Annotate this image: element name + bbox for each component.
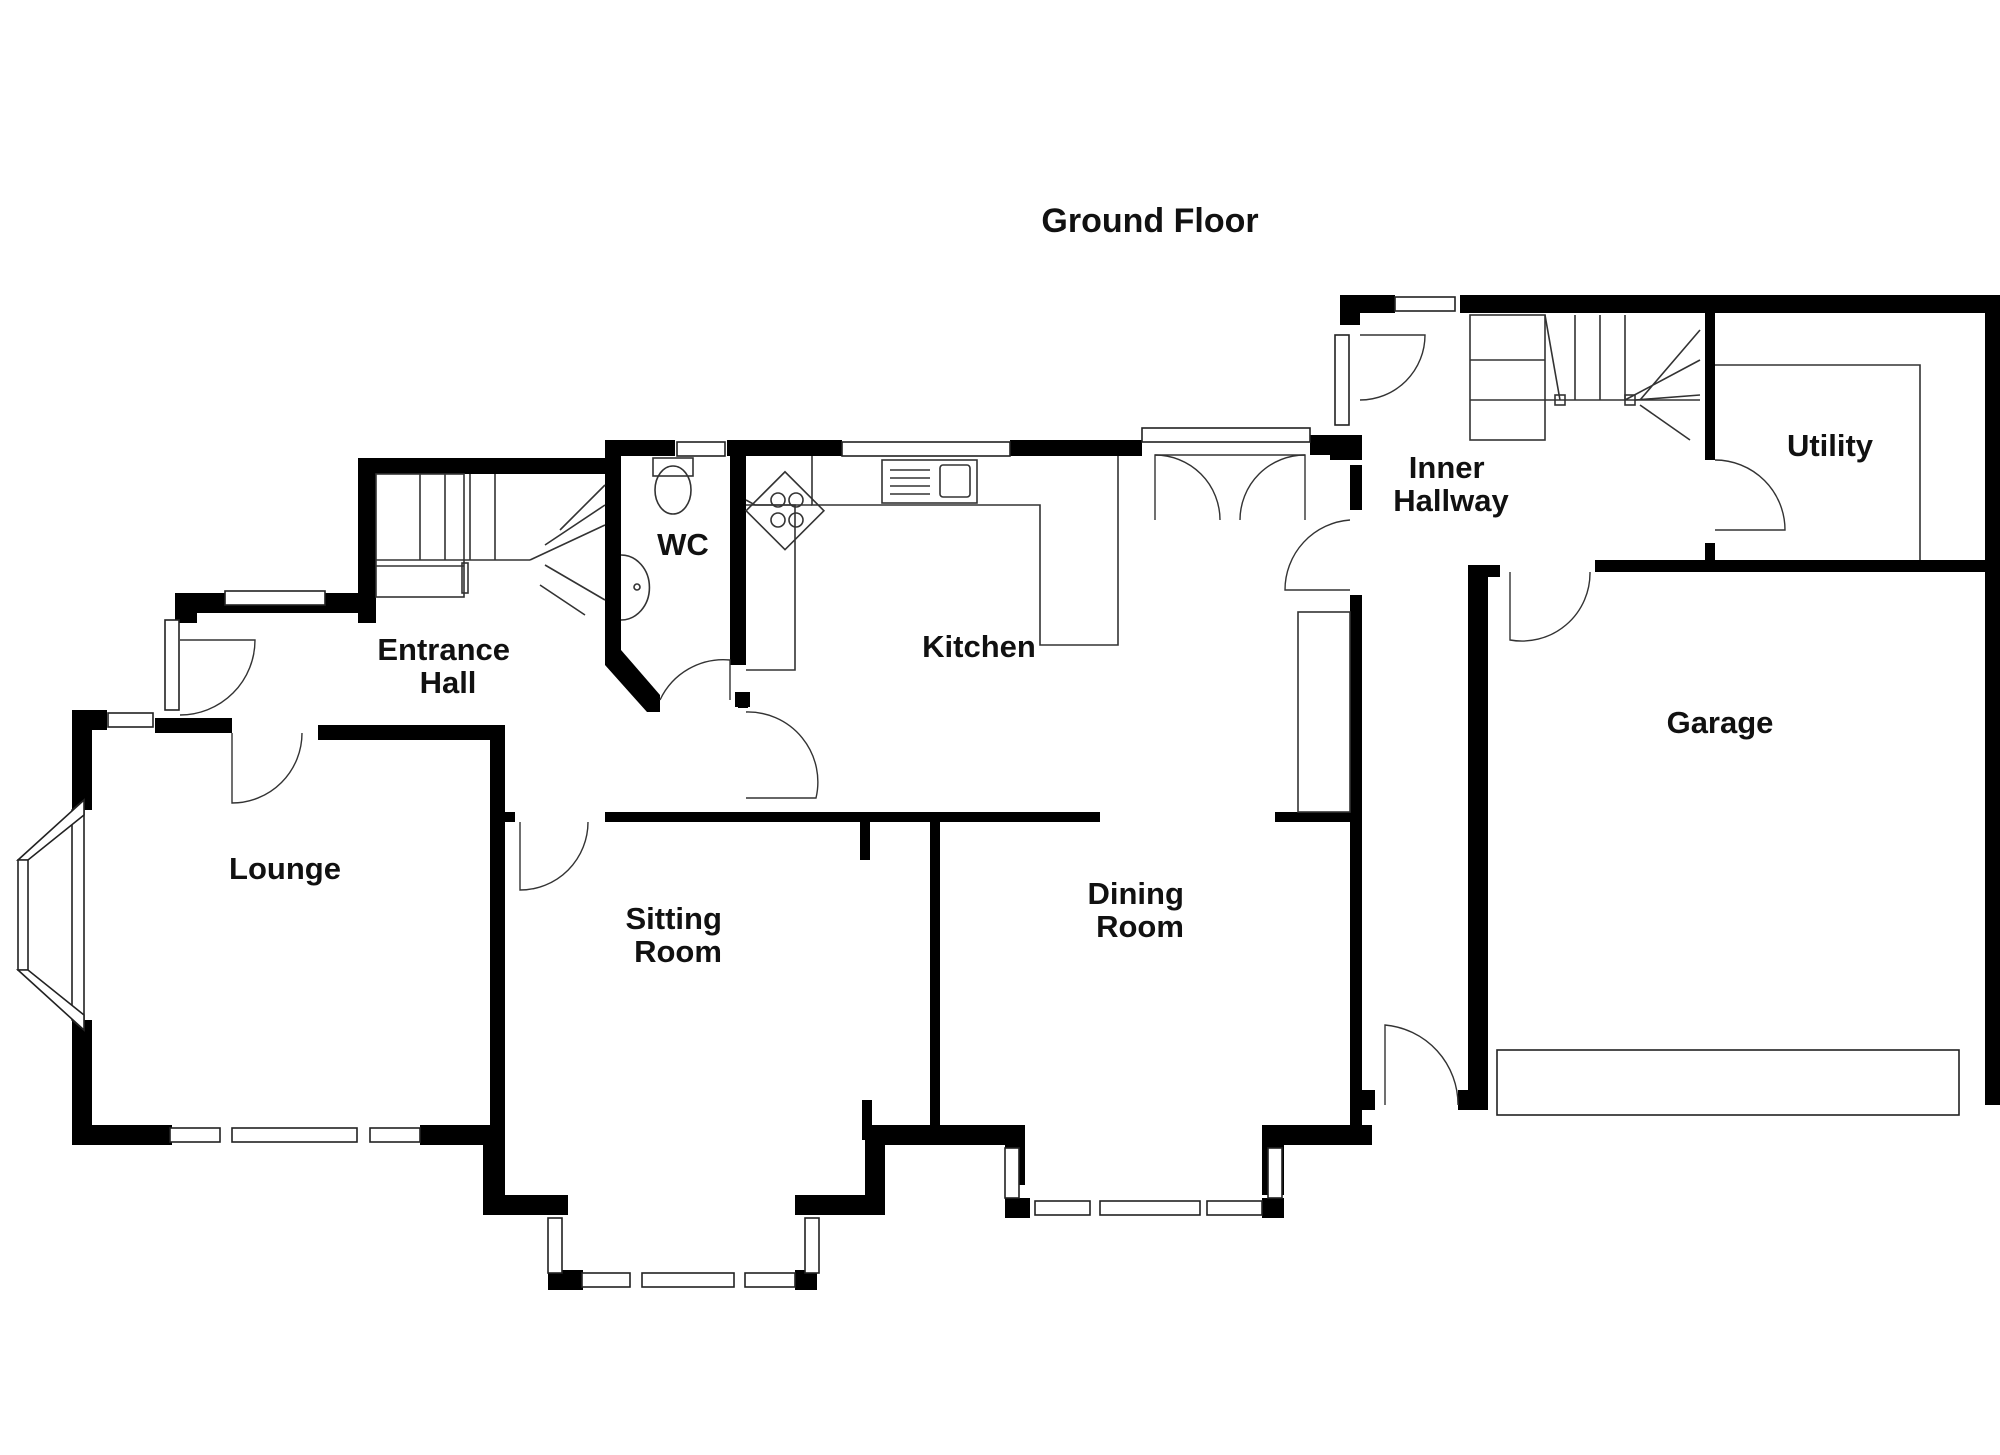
room-label-kitchen: Kitchen xyxy=(922,629,1036,664)
room-label-entrance-hall: Entrance Hall xyxy=(377,632,518,700)
room-label-sitting-room-line-2: Room xyxy=(634,934,722,969)
windows xyxy=(15,296,1960,1288)
doors xyxy=(179,334,1786,1106)
room-label-inner-hallway-line-2: Hallway xyxy=(1393,483,1509,518)
plan-title: Ground Floor xyxy=(1041,202,1258,240)
room-label-sitting-room-line-1: Sitting xyxy=(625,901,721,936)
room-label-inner-hallway: Inner Hallway xyxy=(1393,450,1509,518)
room-label-dining-room-line-1: Dining xyxy=(1087,876,1183,911)
room-label-inner-hallway-line-1: Inner xyxy=(1409,450,1485,485)
room-label-dining-room: Dining Room xyxy=(1087,876,1192,944)
room-label-sitting-room: Sitting Room xyxy=(625,901,730,969)
fixtures xyxy=(375,314,1921,813)
room-label-garage: Garage xyxy=(1667,705,1774,740)
room-label-entrance-hall-line-2: Hall xyxy=(420,665,477,700)
walls xyxy=(72,295,2000,1290)
room-label-wc: WC xyxy=(657,527,709,562)
room-label-lounge: Lounge xyxy=(229,851,341,886)
room-label-entrance-hall-line-1: Entrance xyxy=(377,632,510,667)
room-label-dining-room-line-2: Room xyxy=(1096,909,1184,944)
room-label-utility: Utility xyxy=(1787,428,1874,463)
